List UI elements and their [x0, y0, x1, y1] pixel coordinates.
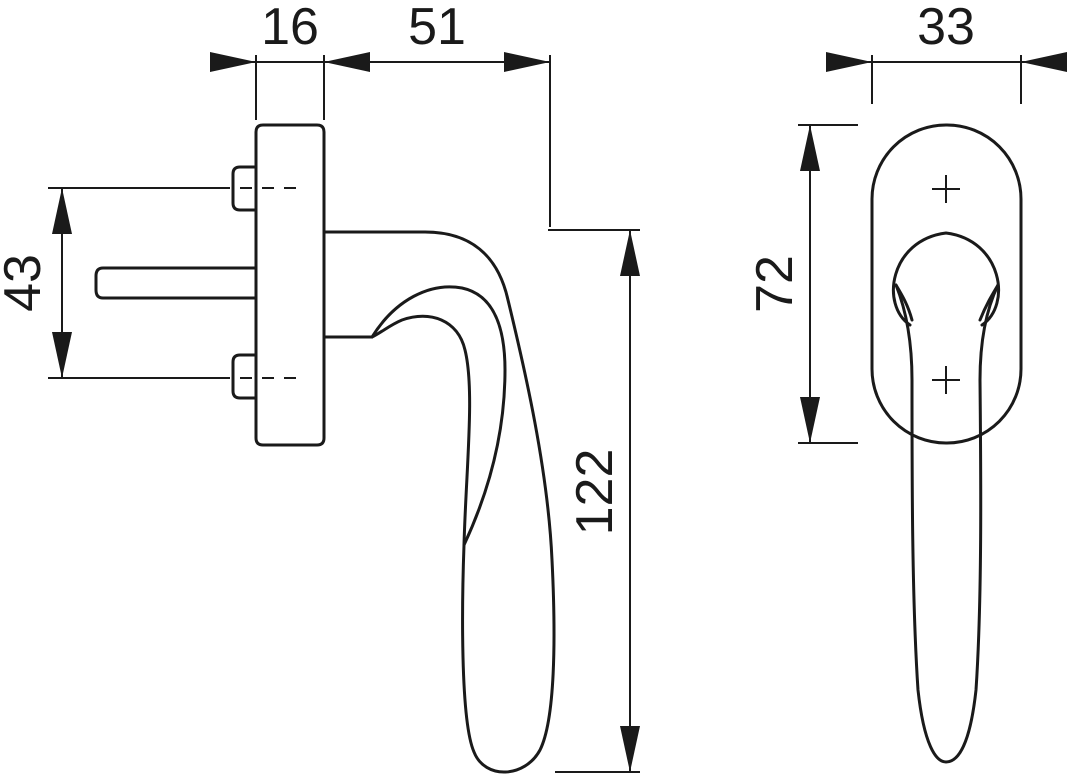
front-grip-edge-right	[978, 283, 1000, 322]
dimension-label-122: 122	[566, 449, 624, 536]
rose-plate	[254, 123, 326, 447]
screw-mark-bottom	[932, 366, 960, 394]
screw-head-top	[231, 165, 258, 212]
front-handle-grip	[894, 283, 1000, 764]
handle-outline	[322, 230, 556, 774]
dimension-label-72: 72	[746, 255, 804, 313]
front-rose-oval	[870, 123, 1023, 445]
dimension-label-33: 33	[917, 0, 975, 56]
front-neck-ring	[891, 231, 1001, 327]
dimension-label-43: 43	[0, 254, 52, 312]
screw-head-bottom	[231, 353, 258, 400]
dimension-lines	[48, 52, 1067, 773]
front-grip-edge-left	[894, 283, 914, 322]
dimension-label-16: 16	[261, 0, 319, 56]
handle-inner-contour	[370, 285, 507, 547]
side-view	[94, 123, 556, 774]
spindle	[94, 266, 258, 300]
dimension-label-51: 51	[408, 0, 466, 56]
front-view	[870, 123, 1023, 764]
screw-mark-top	[932, 175, 960, 203]
